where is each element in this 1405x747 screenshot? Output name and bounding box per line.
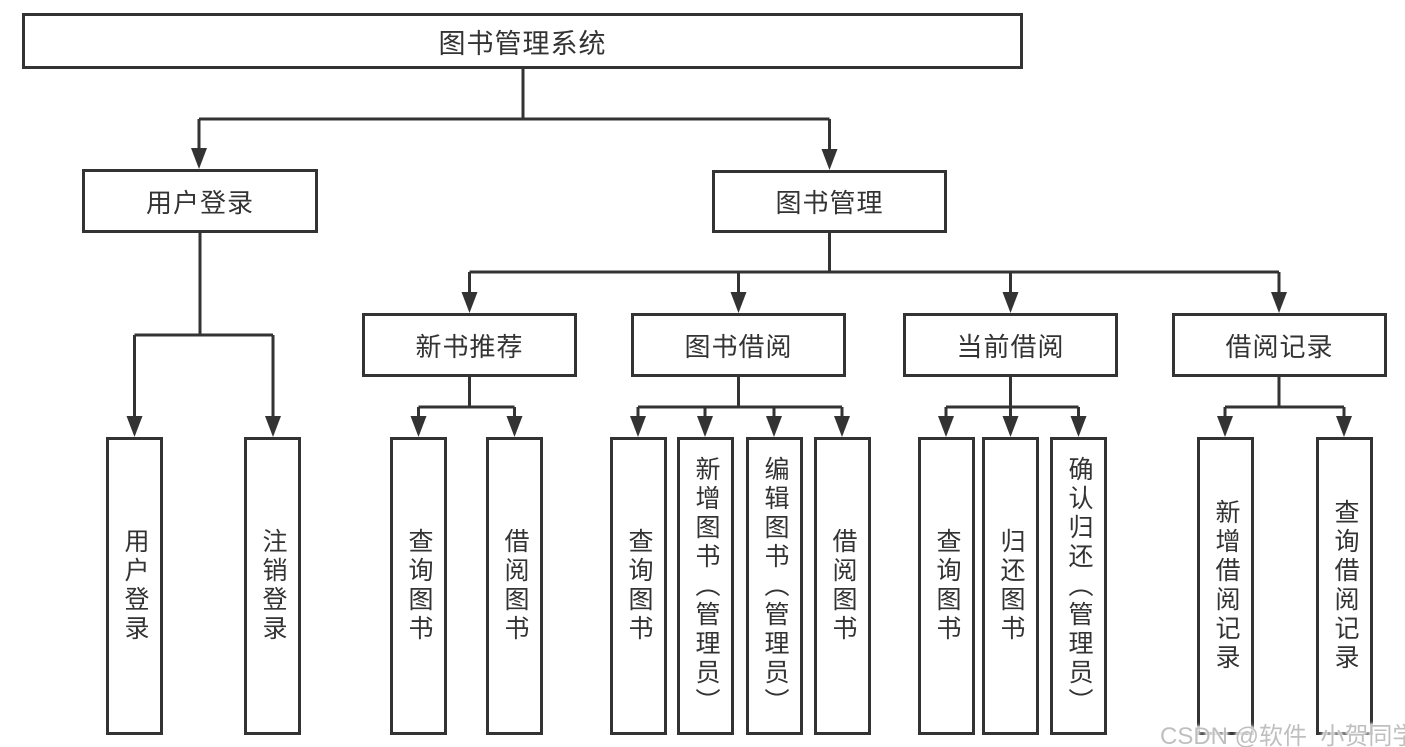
node-label: 当前借阅: [956, 331, 1065, 362]
node-query-book-2: 查询图书: [610, 437, 667, 735]
node-book-borrow: 图书借阅: [631, 313, 846, 377]
node-root-library-system: 图书管理系统: [22, 13, 1023, 69]
node-label: 图书管理系统: [438, 28, 607, 59]
node-label: 新增借阅记录: [1212, 499, 1240, 673]
node-return-book: 归还图书: [982, 437, 1039, 735]
node-query-book-3: 查询图书: [918, 437, 975, 735]
node-label: 用户登录: [145, 187, 254, 218]
csdn-watermark: CSDN @软件_小贺同学: [1160, 723, 1405, 747]
node-add-borrow-record: 新增借阅记录: [1197, 437, 1254, 735]
node-query-borrow-record: 查询借阅记录: [1316, 437, 1373, 735]
node-label: 查询借阅记录: [1331, 499, 1359, 673]
node-label: 查询图书: [933, 528, 961, 644]
node-book-management: 图书管理: [712, 170, 947, 233]
node-label: 图书管理: [775, 188, 884, 218]
arrowhead-icons: [126, 148, 1352, 437]
node-label: 图书借阅: [684, 331, 793, 362]
node-borrow-records: 借阅记录: [1172, 313, 1387, 377]
node-label: 新书推荐: [415, 331, 524, 362]
node-label: 用户登录: [121, 528, 149, 644]
node-user-login-leaf: 用户登录: [106, 437, 163, 735]
node-label: 确认归还（管理员）: [1065, 455, 1093, 717]
node-label: 注销登录: [259, 528, 287, 644]
node-logout: 注销登录: [244, 437, 301, 735]
node-borrow-book-1: 借阅图书: [486, 437, 543, 735]
node-confirm-return-admin: 确认归还（管理员）: [1050, 437, 1107, 735]
node-label: 借阅记录: [1225, 331, 1334, 362]
node-user-login: 用户登录: [82, 169, 318, 233]
node-label: 归还图书: [997, 528, 1025, 644]
node-label: 借阅图书: [501, 528, 529, 644]
node-query-book-1: 查询图书: [390, 437, 447, 735]
node-add-book-admin: 新增图书（管理员）: [677, 437, 734, 735]
node-borrow-book-2: 借阅图书: [814, 437, 871, 735]
node-new-book-recommend: 新书推荐: [362, 313, 577, 377]
node-edit-book-admin: 编辑图书（管理员）: [746, 437, 803, 735]
node-label: 查询图书: [405, 528, 433, 644]
node-label: 查询图书: [625, 528, 653, 644]
node-current-borrow: 当前借阅: [903, 313, 1118, 377]
node-label: 新增图书（管理员）: [692, 455, 720, 717]
node-label: 借阅图书: [829, 528, 857, 644]
node-label: 编辑图书（管理员）: [761, 455, 789, 717]
